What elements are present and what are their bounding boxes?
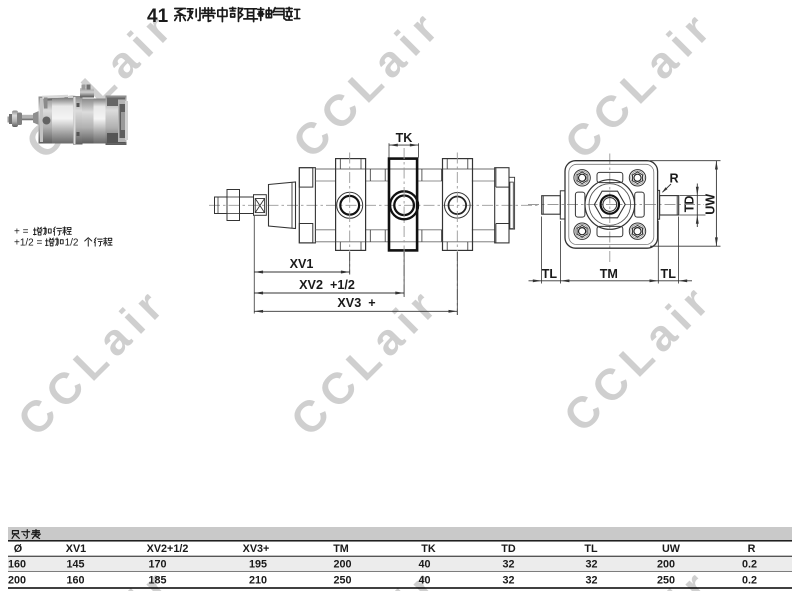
- svg-text:TL: TL: [542, 267, 558, 281]
- svg-text:41: 41: [147, 6, 169, 27]
- svg-text:TD: TD: [683, 196, 697, 213]
- svg-text:XV1: XV1: [290, 257, 314, 271]
- svg-text:185: 185: [148, 575, 166, 587]
- svg-text:40: 40: [418, 575, 430, 587]
- svg-text:XV1: XV1: [66, 543, 86, 555]
- svg-text:40: 40: [418, 559, 430, 571]
- svg-text:XV3 +: XV3 +: [337, 296, 375, 310]
- svg-text:250: 250: [333, 575, 351, 587]
- svg-text:TM: TM: [600, 267, 618, 281]
- svg-text:R: R: [748, 543, 756, 555]
- svg-text:Ø: Ø: [14, 543, 22, 555]
- svg-text:+1/2 =: +1/2 =: [14, 237, 43, 248]
- svg-text:+ =: + =: [14, 227, 29, 238]
- svg-text:XV2 +1/2: XV2 +1/2: [299, 278, 355, 292]
- svg-text:1/2: 1/2: [65, 237, 79, 248]
- svg-text:160: 160: [66, 575, 84, 587]
- svg-text:210: 210: [249, 575, 267, 587]
- svg-text:195: 195: [249, 559, 267, 571]
- svg-text:250: 250: [657, 575, 675, 587]
- svg-text:R: R: [669, 172, 678, 186]
- svg-text:XV2+1/2: XV2+1/2: [147, 543, 189, 555]
- svg-text:UW: UW: [704, 194, 718, 215]
- svg-text:TD: TD: [501, 543, 516, 555]
- svg-text:TL: TL: [661, 267, 677, 281]
- svg-text:TK: TK: [421, 543, 436, 555]
- svg-text:TL: TL: [584, 543, 598, 555]
- svg-text:170: 170: [148, 559, 166, 571]
- svg-text:UW: UW: [662, 543, 681, 555]
- svg-text:TM: TM: [333, 543, 349, 555]
- svg-text:200: 200: [657, 559, 675, 571]
- svg-text:32: 32: [502, 575, 514, 587]
- svg-text:200: 200: [333, 559, 351, 571]
- svg-text:XV3+: XV3+: [243, 543, 270, 555]
- svg-text:0.2: 0.2: [742, 559, 757, 571]
- svg-text:TK: TK: [396, 131, 413, 145]
- svg-text:32: 32: [585, 575, 597, 587]
- svg-text:32: 32: [585, 559, 597, 571]
- svg-text:200: 200: [8, 575, 26, 587]
- svg-text:160: 160: [8, 559, 26, 571]
- svg-text:32: 32: [502, 559, 514, 571]
- svg-text:145: 145: [66, 559, 84, 571]
- svg-text:0.2: 0.2: [742, 575, 757, 587]
